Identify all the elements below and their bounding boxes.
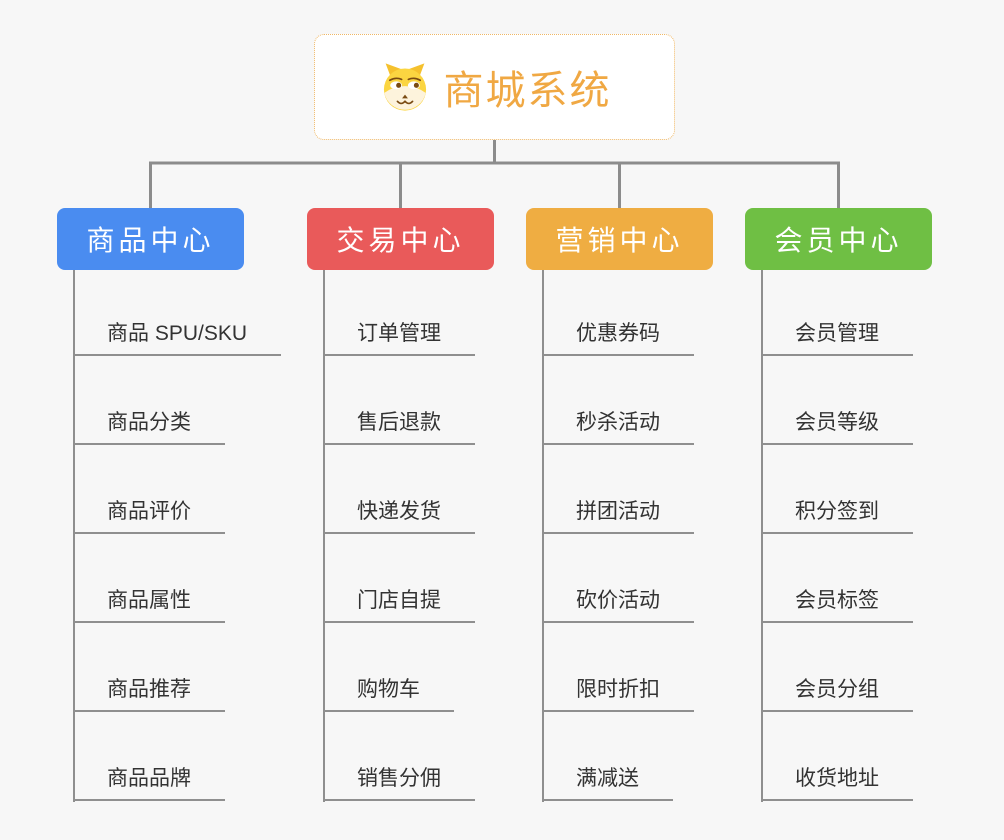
- branch-label: 交易中心: [336, 225, 465, 256]
- branch-spine-line: [761, 270, 763, 802]
- child-node[interactable]: 销售分佣: [323, 766, 475, 801]
- branch-node-1[interactable]: 商品中心: [57, 208, 244, 270]
- child-node[interactable]: 会员等级: [761, 410, 913, 445]
- child-node[interactable]: 商品品牌: [73, 766, 225, 801]
- branch-label: 营销中心: [555, 225, 684, 256]
- branch-label: 商品中心: [86, 225, 215, 256]
- child-node[interactable]: 拼团活动: [542, 499, 694, 534]
- dog-face-icon: [383, 63, 426, 111]
- root-node[interactable]: 商城系统: [314, 34, 675, 140]
- branch-spine-line: [542, 270, 544, 802]
- child-node[interactable]: 收货地址: [761, 766, 913, 801]
- child-node[interactable]: 门店自提: [323, 588, 475, 623]
- child-node[interactable]: 积分签到: [761, 499, 913, 534]
- child-node[interactable]: 购物车: [323, 677, 454, 712]
- child-node[interactable]: 优惠券码: [542, 321, 694, 356]
- child-node[interactable]: 商品评价: [73, 499, 225, 534]
- branch-spine-line: [323, 270, 325, 802]
- child-node[interactable]: 商品属性: [73, 588, 225, 623]
- root-title: 商城系统: [443, 69, 612, 113]
- child-node[interactable]: 商品分类: [73, 410, 225, 445]
- child-node[interactable]: 商品 SPU/SKU: [73, 321, 282, 356]
- child-node[interactable]: 订单管理: [323, 321, 475, 356]
- child-node[interactable]: 售后退款: [323, 410, 475, 445]
- branch-children: 优惠券码秒杀活动拼团活动砍价活动限时折扣满减送: [542, 270, 822, 804]
- branch-spine-line: [73, 270, 75, 802]
- child-node[interactable]: 会员分组: [761, 677, 913, 712]
- branch-children: 商品 SPU/SKU 商品分类商品评价商品属性商品推荐商品品牌: [73, 270, 353, 804]
- branch-children: 会员管理会员等级积分签到会员标签会员分组收货地址: [761, 270, 1004, 804]
- branch-node-3[interactable]: 营销中心: [526, 208, 713, 270]
- branch-node-2[interactable]: 交易中心: [307, 208, 494, 270]
- branch-node-4[interactable]: 会员中心: [745, 208, 932, 270]
- child-node[interactable]: 满减送: [542, 766, 673, 801]
- child-node[interactable]: 快递发货: [323, 499, 475, 534]
- child-node[interactable]: 秒杀活动: [542, 410, 694, 445]
- child-node[interactable]: 会员标签: [761, 588, 913, 623]
- child-node[interactable]: 砍价活动: [542, 588, 694, 623]
- branch-label: 会员中心: [774, 225, 903, 256]
- child-node[interactable]: 会员管理: [761, 321, 913, 356]
- branch-children: 订单管理售后退款快递发货门店自提购物车销售分佣: [323, 270, 603, 804]
- child-node[interactable]: 限时折扣: [542, 677, 694, 712]
- child-node[interactable]: 商品推荐: [73, 677, 225, 712]
